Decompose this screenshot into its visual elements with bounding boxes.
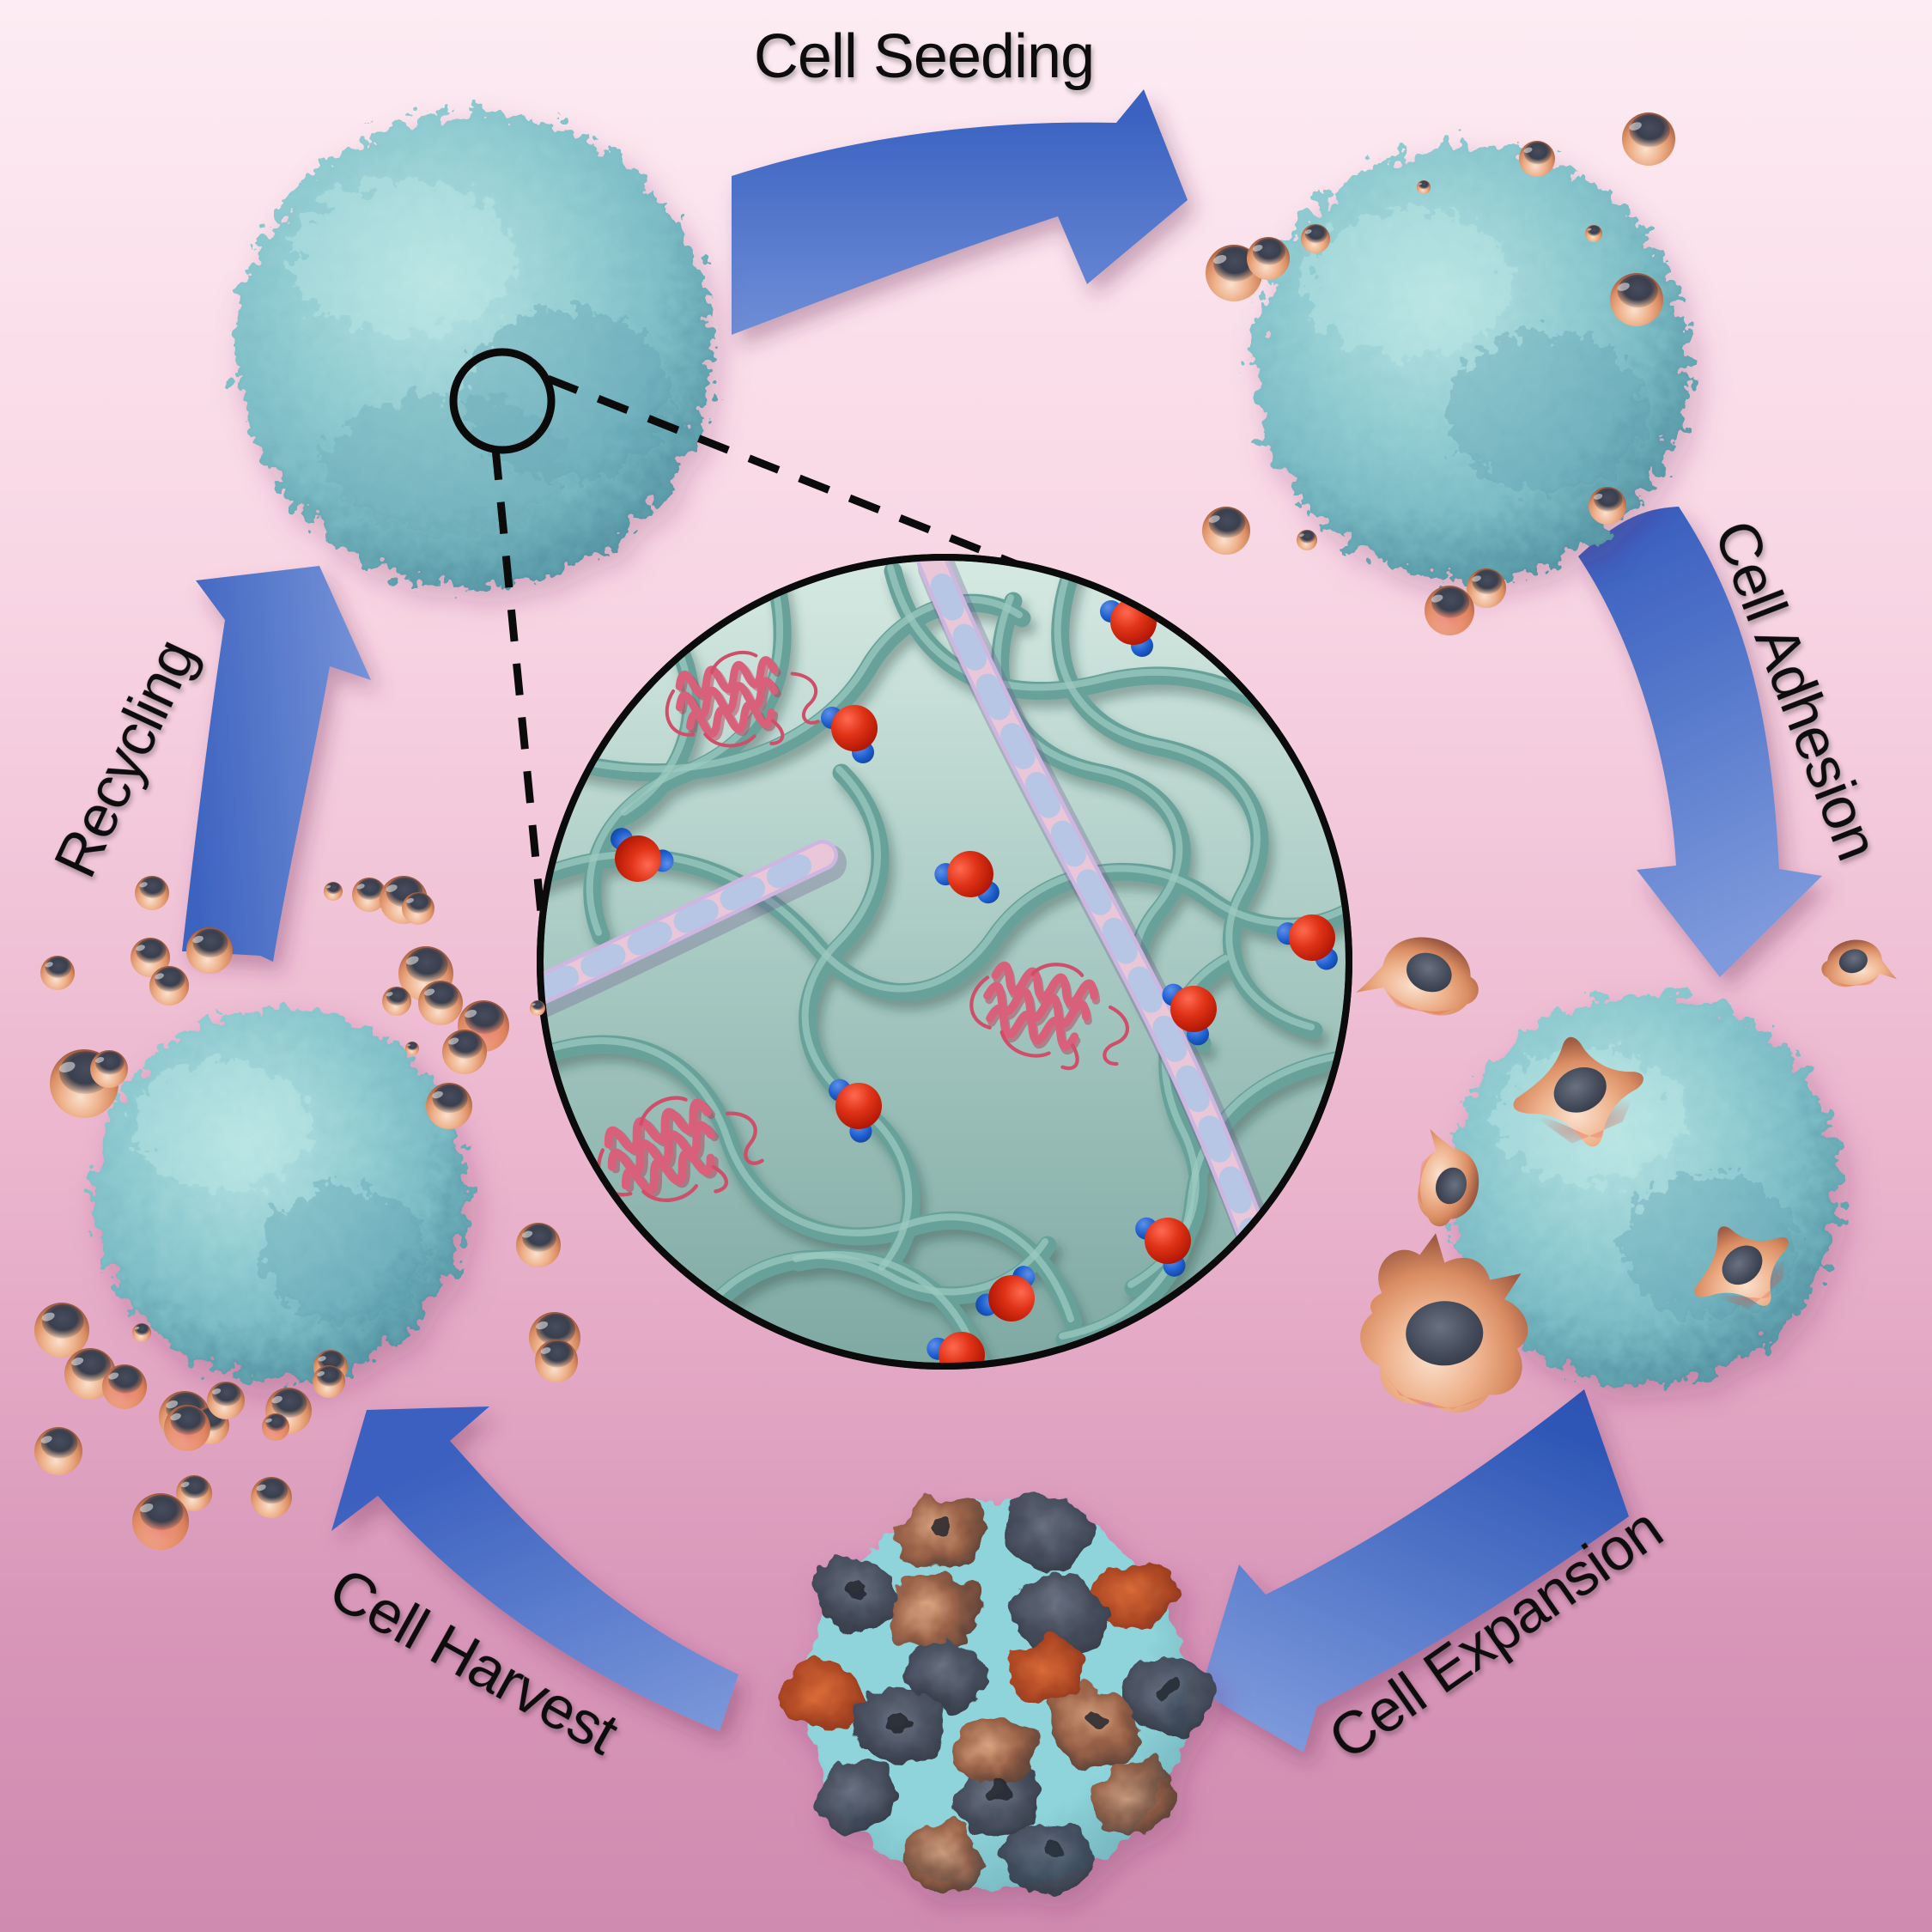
- curved-arrow-recycling: [182, 566, 371, 962]
- curved-arrow-cell-adhesion: [1578, 507, 1822, 977]
- magnifier-circle: [449, 348, 556, 454]
- curved-arrow-cell-expansion: [1200, 1389, 1629, 1753]
- callout-line-bottom: [491, 447, 556, 1018]
- microcarrier-confluent: [785, 1494, 1212, 1896]
- microcarrier-seeded: [1252, 144, 1688, 580]
- hydrogel-inset: [537, 554, 1352, 1370]
- microcarrier-bare: [236, 111, 714, 588]
- callout-line-top: [546, 374, 1077, 592]
- curved-arrow-cell-harvest: [331, 1406, 738, 1731]
- microcarrier-harvested: [93, 1006, 467, 1381]
- curved-arrow-cell-seeding: [732, 89, 1188, 335]
- label-cell-seeding: Cell Seeding: [754, 22, 1094, 91]
